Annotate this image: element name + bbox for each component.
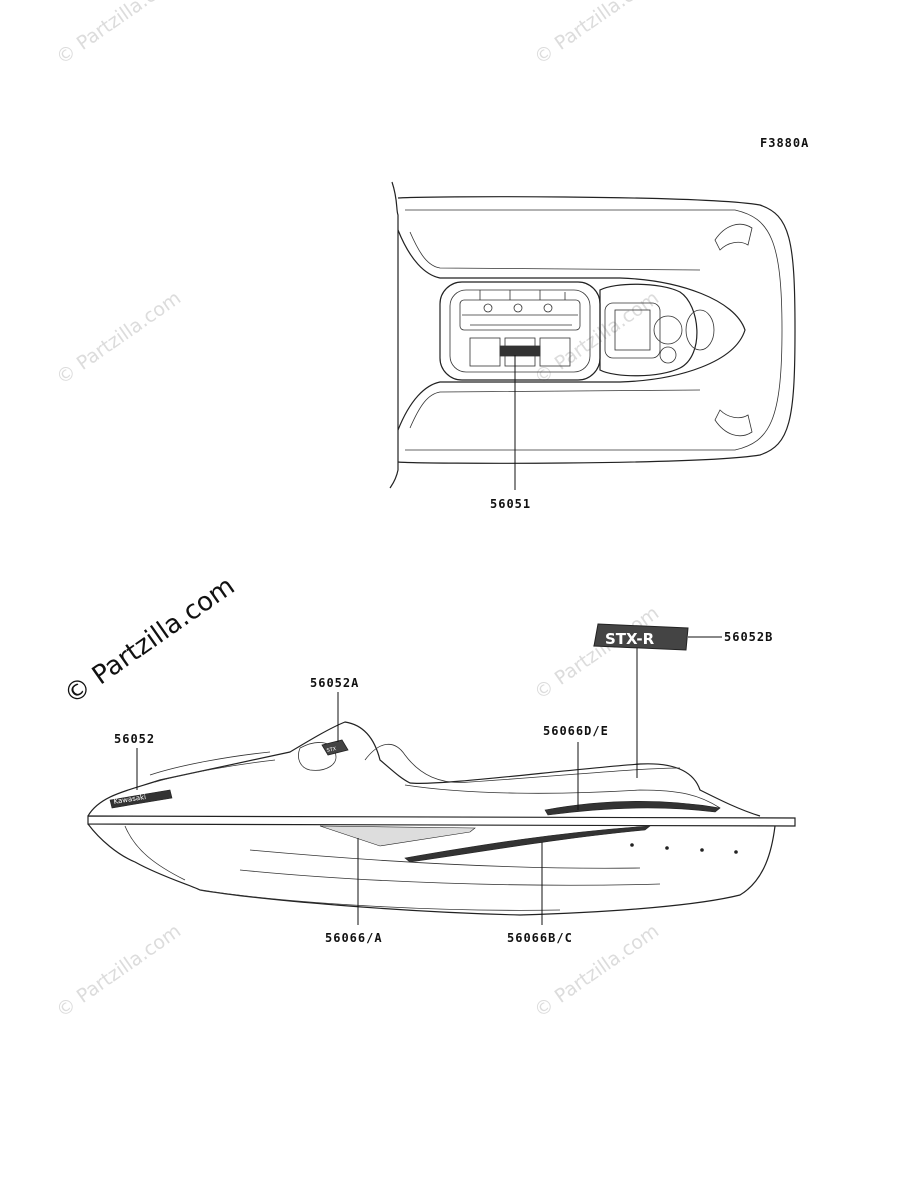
watermark-6: © Partzilla.com [52, 920, 185, 1022]
figure-code: F3880A [760, 136, 809, 150]
callout-56052: 56052 [114, 732, 155, 746]
hood-decal-text: STX [326, 746, 337, 754]
callout-56052B: 56052B [724, 630, 773, 644]
callout-56066-A: 56066/A [325, 931, 383, 945]
watermark-5: © Partzilla.com [530, 602, 663, 704]
callout-56052A: 56052A [310, 676, 359, 690]
watermark-2: © Partzilla.com [530, 0, 663, 69]
side-view-illustration: Kawasaki STX-R STX [87, 623, 796, 925]
callout-56066B-C: 56066B/C [507, 931, 573, 945]
callout-56051: 56051 [490, 497, 531, 511]
watermark-main: © Partzilla.com [59, 571, 241, 711]
callout-56066D-E: 56066D/E [543, 724, 609, 738]
top-view-illustration [389, 181, 796, 490]
star-decal-text: STX-R [605, 630, 655, 648]
watermark-1: © Partzilla.com [52, 0, 185, 69]
watermark-3: © Partzilla.com [52, 287, 185, 389]
